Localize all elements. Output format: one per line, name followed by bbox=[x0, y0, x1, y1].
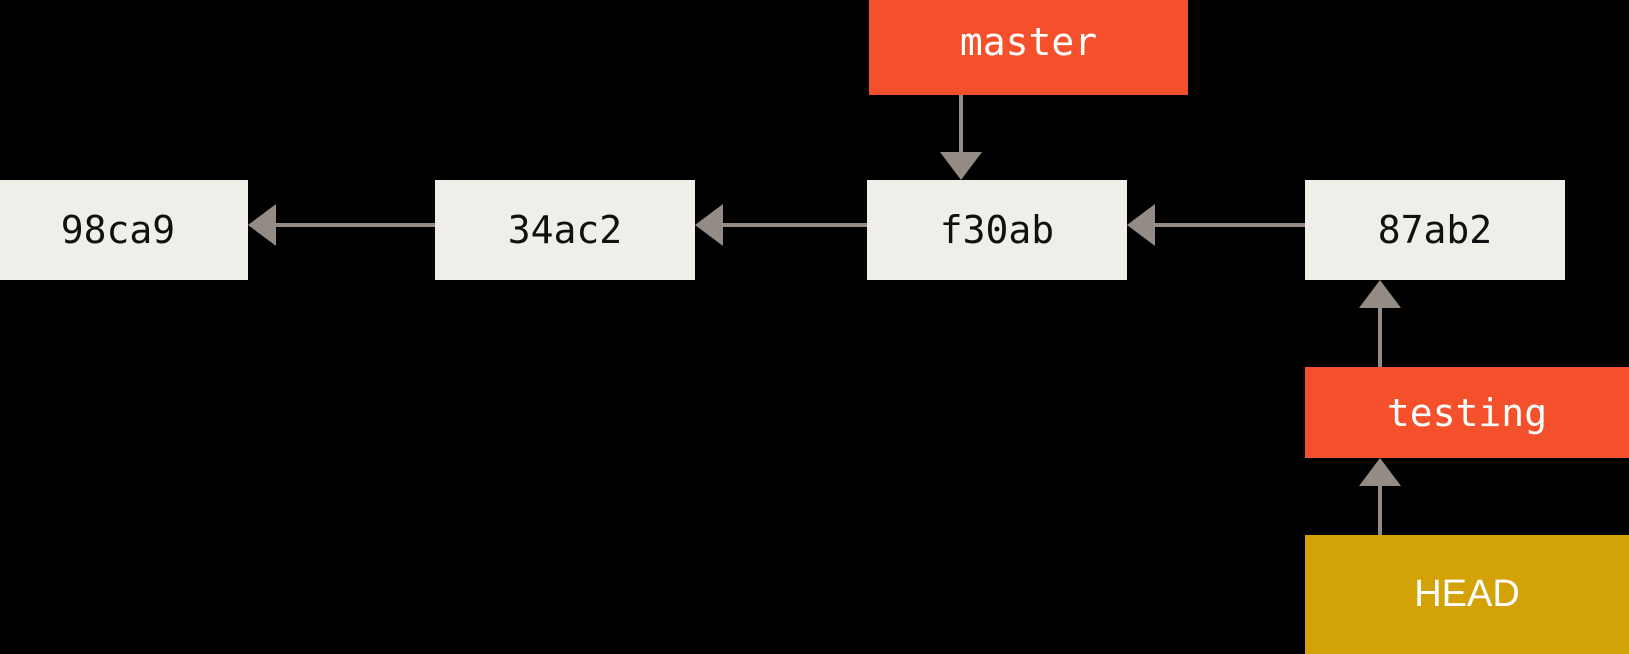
commit-label: 87ab2 bbox=[1377, 208, 1493, 252]
edge-f30ab-to-34ac2 bbox=[723, 223, 867, 227]
branch-label: testing bbox=[1386, 390, 1548, 435]
edge-master-to-f30ab bbox=[959, 95, 963, 152]
arrowhead-87ab2-from-testing bbox=[1359, 280, 1401, 308]
commit-label: 34ac2 bbox=[507, 208, 623, 252]
edge-34ac2-to-98ca9 bbox=[276, 223, 435, 227]
arrowhead-f30ab bbox=[1127, 204, 1155, 246]
edge-87ab2-to-f30ab bbox=[1155, 223, 1305, 227]
arrowhead-testing-from-head bbox=[1359, 458, 1401, 486]
commit-node-98ca9[interactable]: 98ca9 bbox=[0, 180, 248, 280]
commit-label: f30ab bbox=[939, 208, 1055, 252]
branch-node-testing[interactable]: testing bbox=[1305, 367, 1629, 458]
arrowhead-f30ab-from-master bbox=[940, 152, 982, 180]
commit-node-87ab2[interactable]: 87ab2 bbox=[1305, 180, 1565, 280]
commit-label: 98ca9 bbox=[60, 208, 176, 252]
head-label: HEAD bbox=[1414, 573, 1520, 615]
commit-node-f30ab[interactable]: f30ab bbox=[867, 180, 1127, 280]
branch-node-master[interactable]: master bbox=[869, 0, 1188, 95]
edge-testing-to-87ab2 bbox=[1378, 308, 1382, 367]
head-pointer-node[interactable]: HEAD bbox=[1305, 535, 1629, 654]
branch-label: master bbox=[959, 19, 1098, 64]
commit-node-34ac2[interactable]: 34ac2 bbox=[435, 180, 695, 280]
arrowhead-34ac2 bbox=[695, 204, 723, 246]
arrowhead-98ca9 bbox=[248, 204, 276, 246]
edge-head-to-testing bbox=[1378, 486, 1382, 535]
